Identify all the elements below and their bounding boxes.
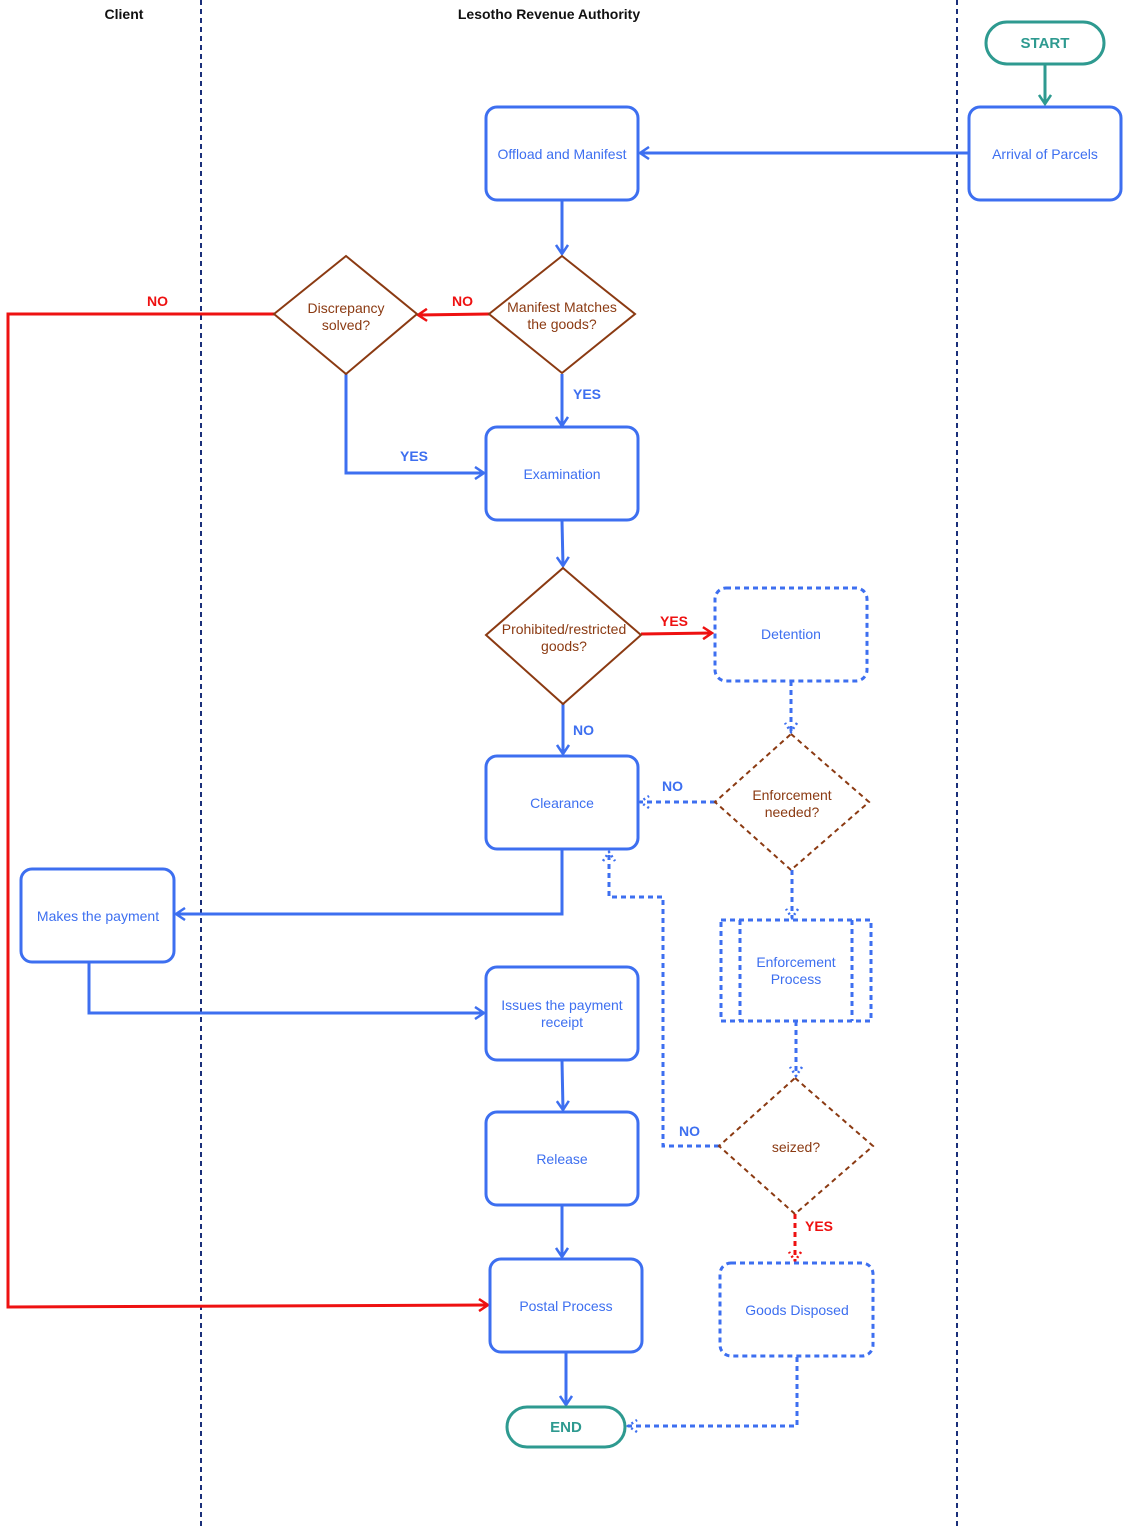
enforcement-needed-line1: Enforcement bbox=[752, 787, 831, 803]
edge-label-seized-yes: YES bbox=[805, 1218, 833, 1234]
edge-payment-receipt bbox=[87, 962, 484, 1013]
seized-decision[interactable]: seized? bbox=[717, 1076, 875, 1216]
release-node[interactable]: Release bbox=[484, 1110, 640, 1207]
manifest-label-line1: Manifest Matches bbox=[507, 299, 617, 315]
edge-label-discrepancy-yes: YES bbox=[400, 448, 428, 464]
issues-receipt-node[interactable]: Issues the payment receipt bbox=[484, 965, 640, 1062]
release-label: Release bbox=[536, 1151, 588, 1167]
edge-manifest-discrepancy bbox=[418, 314, 490, 315]
prohibited-label-line2: goods? bbox=[541, 638, 587, 654]
goods-disposed-node[interactable]: Goods Disposed bbox=[718, 1261, 875, 1358]
lane-title-lra: Lesotho Revenue Authority bbox=[458, 6, 640, 22]
prohibited-goods-decision[interactable]: Prohibited/restricted goods? bbox=[484, 566, 643, 706]
edge-label-prohibited-yes: YES bbox=[660, 613, 688, 629]
enforcement-needed-line2: needed? bbox=[765, 804, 820, 820]
prohibited-label-line1: Prohibited/restricted bbox=[502, 621, 627, 637]
edge-discrepancy-examination bbox=[344, 374, 484, 473]
edge-prohibited-detention bbox=[640, 633, 712, 634]
detention-node[interactable]: Detention bbox=[713, 586, 869, 683]
postal-label: Postal Process bbox=[519, 1298, 612, 1314]
discrepancy-label-line2: solved? bbox=[322, 317, 370, 333]
edge-label-enforcement-no: NO bbox=[662, 778, 683, 794]
issues-receipt-line2: receipt bbox=[541, 1014, 583, 1030]
start-label: START bbox=[1021, 35, 1070, 52]
offload-manifest-node[interactable]: Offload and Manifest bbox=[484, 105, 640, 202]
examination-node[interactable]: Examination bbox=[484, 425, 640, 522]
edge-label-prohibited-no: NO bbox=[573, 722, 594, 738]
enforcement-process-line2: Process bbox=[771, 971, 822, 987]
postal-process-node[interactable]: Postal Process bbox=[488, 1257, 644, 1354]
goods-disposed-label: Goods Disposed bbox=[745, 1302, 849, 1318]
edge-label-manifest-no: NO bbox=[452, 293, 473, 309]
end-label: END bbox=[550, 1419, 582, 1436]
edge-label-manifest-yes: YES bbox=[573, 386, 601, 402]
offload-label: Offload and Manifest bbox=[498, 146, 627, 162]
makes-payment-node[interactable]: Makes the payment bbox=[19, 867, 176, 964]
issues-receipt-line1: Issues the payment bbox=[501, 997, 623, 1013]
edge-receipt-release bbox=[562, 1060, 563, 1110]
enforcement-process-line1: Enforcement bbox=[756, 954, 835, 970]
edge-seized-clearance bbox=[609, 852, 719, 1148]
edge-label-seized-no: NO bbox=[679, 1123, 700, 1139]
start-terminal[interactable]: START bbox=[984, 20, 1106, 66]
end-terminal[interactable]: END bbox=[505, 1405, 627, 1449]
makes-payment-label: Makes the payment bbox=[37, 908, 159, 924]
enforcement-process-node[interactable]: Enforcement Process bbox=[719, 918, 873, 1023]
seized-label: seized? bbox=[772, 1139, 820, 1155]
manifest-matches-decision[interactable]: Manifest Matches the goods? bbox=[487, 254, 637, 375]
lane-title-client: Client bbox=[105, 6, 144, 22]
clearance-label: Clearance bbox=[530, 795, 594, 811]
discrepancy-solved-decision[interactable]: Discrepancy solved? bbox=[272, 254, 419, 376]
detention-label: Detention bbox=[761, 626, 821, 642]
edge-clearance-payment bbox=[176, 849, 564, 914]
edge-examination-prohibited bbox=[562, 520, 563, 566]
edge-discrepancy-postal bbox=[6, 312, 488, 1307]
discrepancy-label-line1: Discrepancy bbox=[307, 300, 384, 316]
examination-label: Examination bbox=[523, 466, 600, 482]
enforcement-needed-decision[interactable]: Enforcement needed? bbox=[713, 732, 871, 872]
clearance-node[interactable]: Clearance bbox=[484, 754, 640, 851]
manifest-label-line2: the goods? bbox=[527, 316, 596, 332]
arrival-of-parcels-node[interactable]: Arrival of Parcels bbox=[967, 105, 1123, 202]
edge-label-discrepancy-no: NO bbox=[147, 293, 168, 309]
arrival-label: Arrival of Parcels bbox=[992, 146, 1098, 162]
edge-disposed-end bbox=[628, 1357, 799, 1426]
